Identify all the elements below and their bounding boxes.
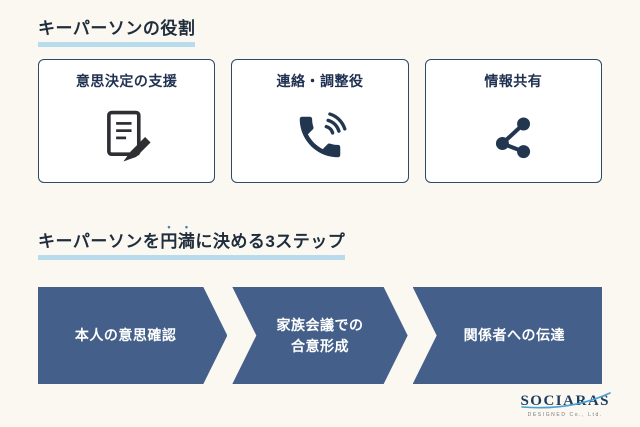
steps-title-highlight: キーパーソンを円満に決める3ステップ <box>38 222 346 260</box>
role-card-liaison: 連絡・調整役 <box>231 59 409 183</box>
steps-title-suffix: に決める3ステップ <box>195 232 346 251</box>
steps-section-title: キーパーソンを円満に決める3ステップ <box>38 214 346 260</box>
logo-subtext: DESIGNED Co., Ltd. <box>527 412 603 418</box>
phone-icon <box>232 91 407 182</box>
steps-title-emphasis: 円満 <box>160 232 196 251</box>
roles-title-highlight: キーパーソンの役割 <box>38 14 196 47</box>
role-cards-row: 意思決定の支援 連絡・調整役 <box>38 59 602 183</box>
card-title: 情報共有 <box>484 73 543 89</box>
step-arrow-2: 家族会議での 合意形成 <box>232 287 407 384</box>
roles-section-title: キーパーソンの役割 <box>38 14 196 47</box>
card-title: 連絡・調整役 <box>276 73 364 89</box>
document-pencil-icon <box>39 91 214 182</box>
role-card-decision-support: 意思決定の支援 <box>38 59 216 183</box>
steps-title-prefix: キーパーソンを <box>38 232 161 251</box>
step-arrow-1: 本人の意思確認 <box>38 287 227 384</box>
logo-text: SOCIARAS <box>520 393 610 409</box>
step-label: 関係者への伝達 <box>463 327 566 344</box>
logo: SOCIARAS DESIGNED Co., Ltd. <box>520 392 612 418</box>
steps-flow: 本人の意思確認 家族会議での 合意形成 関係者への伝達 <box>38 287 602 384</box>
step-label: 家族会議での 合意形成 <box>276 317 364 354</box>
share-icon <box>426 91 601 182</box>
step-label: 本人の意思確認 <box>74 327 177 344</box>
role-card-info-sharing: 情報共有 <box>424 59 602 183</box>
card-title: 意思決定の支援 <box>75 73 178 89</box>
step-arrow-3: 関係者への伝達 <box>412 287 602 384</box>
